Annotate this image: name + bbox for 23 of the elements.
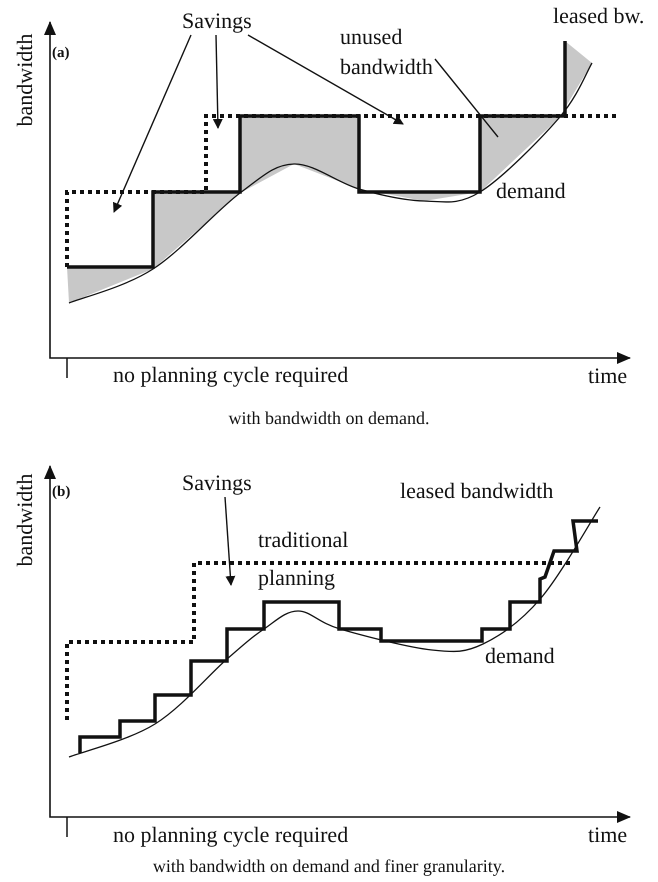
axis-label: bandwidth (12, 32, 38, 128)
chart-label: no planning cycle required (113, 822, 348, 848)
arrow (113, 34, 192, 213)
chart-label: demand (496, 178, 566, 204)
chart-label: demand (485, 643, 555, 668)
callout-text: Savings (182, 8, 252, 34)
panel-label: (b) (52, 484, 70, 501)
panel-label: (a) (52, 45, 70, 62)
chart-label: time (588, 822, 628, 848)
chart-label: leased bandwidth (400, 478, 554, 504)
arrow (248, 34, 404, 125)
axis-label: bandwidth (12, 472, 38, 568)
caption: with bandwidth on demand. (228, 408, 430, 429)
caption: with bandwidth on demand and finer granularity. (152, 856, 506, 877)
callout-text: Savings (182, 470, 252, 496)
chart-label: leased bw. (553, 3, 644, 28)
leader-line (434, 58, 499, 138)
chart-label: no planning cycle required (113, 362, 348, 388)
chart-label: time (588, 363, 628, 388)
arrow (224, 496, 236, 586)
arrow (212, 34, 223, 129)
chart-label: traditional planning (258, 526, 350, 592)
callout-text: unused bandwidth (340, 22, 433, 82)
